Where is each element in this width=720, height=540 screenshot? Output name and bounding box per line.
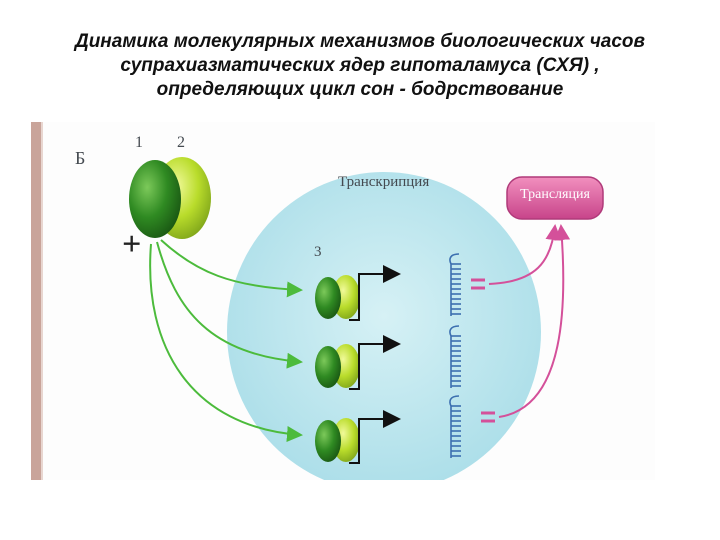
promoter-arrow-2 <box>349 335 401 390</box>
plus-sign: + <box>122 226 142 263</box>
promoter-arrow-1 <box>349 265 401 321</box>
protein-1-dark <box>129 160 181 238</box>
left-edge-stripe <box>31 122 41 480</box>
title-line-3: определяющих цикл сон - бодрствование <box>156 79 564 100</box>
title-line-2: супрахиазматических ядер гипоталамуса (С… <box>120 55 600 76</box>
export-marks <box>471 278 495 423</box>
gene-unit-1 <box>315 265 401 321</box>
panel-letter: Б <box>75 148 86 168</box>
activation-arrow-2 <box>156 241 303 369</box>
mrna-backbone-3 <box>449 395 460 458</box>
activation-arrow-3 <box>149 243 303 442</box>
promoter-arrow-3 <box>349 410 401 464</box>
gene-unit-3 <box>315 410 401 464</box>
slide-title: Динамика молекулярных механизмов биологи… <box>0 30 720 102</box>
protein-label-2: 2 <box>177 134 185 151</box>
activation-arrows <box>149 239 303 442</box>
mrna-transcripts <box>449 253 461 458</box>
activation-arrow-1 <box>160 239 303 298</box>
mrna-backbone-2 <box>449 325 460 388</box>
translation-arrows <box>488 224 571 418</box>
title-line-1: Динамика молекулярных механизмов биологи… <box>74 31 646 52</box>
transcription-label: Транскрипция <box>338 174 430 190</box>
mrna-backbone-1 <box>449 253 460 316</box>
clock-bmal-dimer <box>129 157 211 239</box>
protein-label-1: 1 <box>135 134 143 151</box>
clock-mechanism-diagram: Б 1 2 + 3 Транскрипция Трансляция <box>31 122 655 480</box>
gene-label-3: 3 <box>314 244 322 260</box>
gene-unit-2 <box>315 335 401 390</box>
translation-arrow-1 <box>488 224 562 285</box>
translation-label: Трансляция <box>520 187 590 202</box>
nucleus-ellipse <box>227 172 541 480</box>
translation-box <box>506 176 604 220</box>
translation-arrow-2 <box>498 224 571 418</box>
